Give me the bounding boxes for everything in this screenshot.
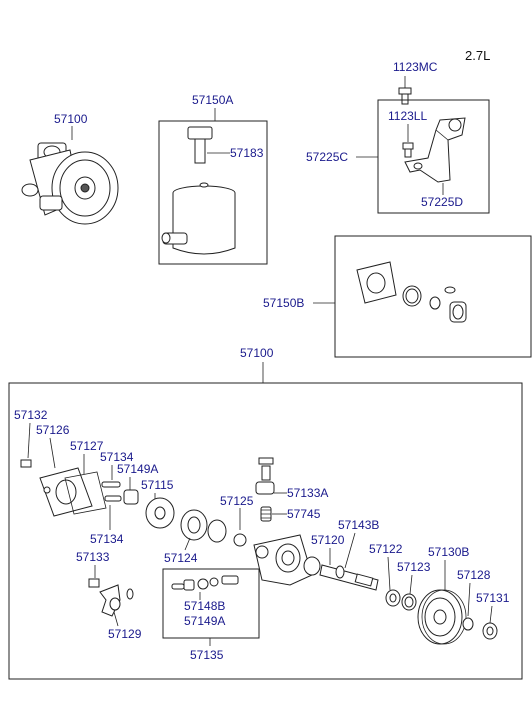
- leader-line: [49, 437, 56, 469]
- pump-assembly-drawing: [21, 142, 119, 225]
- part-label-57148b[interactable]: 57148B: [184, 599, 225, 613]
- part-label-57745[interactable]: 57745: [287, 507, 321, 521]
- part-label-57120[interactable]: 57120: [311, 533, 345, 547]
- bolt-1123ll-drawing: [402, 142, 414, 158]
- part-label-57128[interactable]: 57128: [457, 568, 491, 582]
- relief-valve-kit-frame: [162, 568, 260, 639]
- part-label-57132[interactable]: 57132: [14, 408, 48, 422]
- rear-housing-drawing: [253, 534, 313, 586]
- gasket-kit-frame: [334, 235, 532, 358]
- part-label-57225c[interactable]: 57225C: [306, 150, 348, 164]
- part-label-57126[interactable]: 57126: [36, 423, 70, 437]
- drive-shaft-drawing: [303, 556, 379, 591]
- reservoir-cap-drawing: [187, 126, 213, 164]
- part-label-57131[interactable]: 57131: [476, 591, 510, 605]
- bracket-group-frame: [377, 99, 490, 214]
- bolt-1123mc-drawing: [398, 87, 412, 105]
- reservoir-tank-drawing: [161, 182, 236, 255]
- part-label-57130b[interactable]: 57130B: [428, 545, 469, 559]
- part-label-57143b[interactable]: 57143B: [338, 518, 379, 532]
- snap-ring-drawing: [401, 593, 417, 611]
- washer-57128-drawing: [462, 617, 474, 631]
- pulley-drawing: [417, 589, 467, 645]
- part-label-57100-assembly[interactable]: 57100: [54, 112, 88, 126]
- hose-fitting-drawing: [88, 578, 134, 617]
- leader-line: [467, 582, 471, 617]
- part-label-57127[interactable]: 57127: [70, 439, 104, 453]
- part-label-57133a[interactable]: 57133A: [287, 486, 328, 500]
- leader-line: [489, 605, 493, 624]
- leader-line: [387, 556, 391, 591]
- part-label-57125[interactable]: 57125: [220, 494, 254, 508]
- bearing-57122-drawing: [385, 589, 401, 607]
- part-label-57150a[interactable]: 57150A: [192, 93, 233, 107]
- leader-line: [184, 537, 191, 551]
- part-label-57123[interactable]: 57123: [397, 560, 431, 574]
- leader-line: [27, 422, 31, 459]
- part-label-57149a-upper[interactable]: 57149A: [117, 462, 158, 476]
- gasket-kit-drawing: [356, 261, 467, 323]
- bracket-drawing: [404, 117, 466, 183]
- flow-control-valve-drawing: [255, 457, 275, 522]
- leader-line: [409, 574, 413, 595]
- part-label-1123ll[interactable]: 1123LL: [388, 109, 427, 123]
- exploded-view-frame: [8, 382, 523, 680]
- leader-line: [344, 532, 356, 569]
- part-label-57124[interactable]: 57124: [164, 551, 198, 565]
- part-label-57149a-lower[interactable]: 57149A: [184, 614, 225, 628]
- reservoir-group-frame: [158, 120, 268, 265]
- part-label-57115[interactable]: 57115: [141, 478, 174, 492]
- part-label-57129[interactable]: 57129: [108, 627, 142, 641]
- relief-valve-kit-drawing: [171, 575, 239, 591]
- part-label-57100-exploded[interactable]: 57100: [240, 346, 274, 360]
- exploded-cam-ring-drawing: [180, 509, 247, 547]
- part-label-57122[interactable]: 57122: [369, 542, 403, 556]
- part-label-57134-lower[interactable]: 57134: [90, 532, 124, 546]
- part-label-57150b[interactable]: 57150B: [263, 296, 304, 310]
- part-label-57225d[interactable]: 57225D: [421, 195, 463, 209]
- part-label-57135[interactable]: 57135: [190, 648, 224, 662]
- engine-variant-label: 2.7L: [465, 48, 490, 63]
- leader-line: [113, 611, 119, 627]
- part-label-1123mc[interactable]: 1123MC: [393, 60, 438, 74]
- exploded-housing-front-drawing: [20, 459, 175, 529]
- part-label-57133[interactable]: 57133: [76, 550, 110, 564]
- part-label-57134-upper[interactable]: 57134: [100, 450, 134, 464]
- part-label-57183[interactable]: 57183: [230, 146, 264, 160]
- nut-57131-drawing: [482, 622, 498, 640]
